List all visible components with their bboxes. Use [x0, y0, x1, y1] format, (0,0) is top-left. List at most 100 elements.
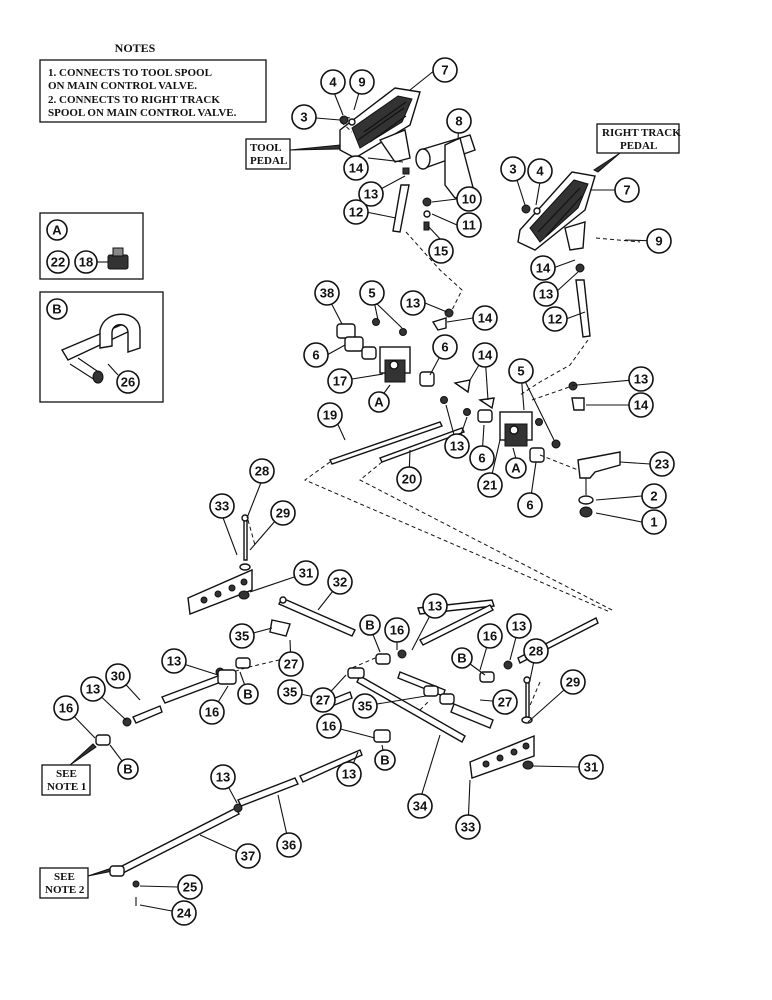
svg-text:NOTE 2: NOTE 2 — [45, 884, 85, 896]
svg-text:12: 12 — [548, 312, 562, 327]
svg-text:B: B — [365, 618, 374, 633]
svg-text:PEDAL: PEDAL — [250, 155, 287, 167]
svg-text:1: 1 — [650, 515, 657, 530]
callout-33b: 33 — [455, 814, 481, 840]
upper-linkage — [336, 308, 585, 463]
tool-pedal — [339, 87, 421, 163]
callout-13b: 13 — [533, 281, 559, 307]
svg-text:2: 2 — [650, 489, 657, 504]
notes-block: NOTES 1. CONNECTS TO TOOL SPOOL ON MAIN … — [39, 41, 267, 123]
svg-text:28: 28 — [255, 464, 269, 479]
notes-title: NOTES — [115, 41, 156, 55]
callout-3b: 3 — [500, 156, 526, 182]
svg-text:23: 23 — [655, 457, 669, 472]
callout-14c: 14 — [472, 305, 498, 331]
svg-text:37: 37 — [241, 849, 255, 864]
svg-text:13: 13 — [167, 654, 181, 669]
svg-text:16: 16 — [483, 629, 497, 644]
callout-12: 12 — [343, 199, 369, 225]
callout-13h: 13 — [161, 648, 187, 674]
callout-4b: 4 — [527, 158, 553, 184]
callout-31: 31 — [293, 560, 319, 586]
callout-13: 13 — [358, 181, 384, 207]
svg-text:13: 13 — [512, 619, 526, 634]
svg-text:29: 29 — [276, 506, 290, 521]
callout-34: 34 — [407, 793, 433, 819]
svg-text:27: 27 — [284, 657, 298, 672]
svg-text:13: 13 — [539, 287, 553, 302]
callout-21: 21 — [477, 472, 503, 498]
svg-text:12: 12 — [349, 205, 363, 220]
svg-text:B: B — [380, 753, 389, 768]
svg-text:B: B — [457, 651, 466, 666]
note-line-4: SPOOL ON MAIN CONTROL VALVE. — [48, 107, 237, 119]
svg-text:9: 9 — [655, 234, 662, 249]
clevis-links — [215, 619, 513, 743]
right-track-pedal-label: RIGHT TRACK PEDAL — [592, 123, 681, 173]
svg-text:B: B — [123, 762, 132, 777]
svg-text:6: 6 — [478, 451, 485, 466]
callout-27b: 27 — [310, 687, 336, 713]
callout-14e: 14 — [628, 392, 654, 418]
callout-3: 3 — [291, 104, 317, 130]
svg-text:29: 29 — [566, 675, 580, 690]
callout-14d: 14 — [472, 342, 498, 368]
callout-30: 30 — [105, 663, 131, 689]
callout-24: 24 — [171, 900, 197, 926]
rod-32 — [278, 596, 356, 637]
callout-9b: 9 — [646, 228, 672, 254]
svg-text:13: 13 — [216, 770, 230, 785]
callout-16b: 16 — [477, 623, 503, 649]
callout-35b: 35 — [277, 679, 303, 705]
callout-17: 17 — [327, 368, 353, 394]
svg-text:6: 6 — [526, 498, 533, 513]
svg-text:35: 35 — [235, 629, 249, 644]
callout-32: 32 — [327, 569, 353, 595]
note-line-3: 2. CONNECTS TO RIGHT TRACK — [48, 94, 220, 106]
callout-b4: B — [374, 749, 396, 771]
bracket-23 — [577, 451, 621, 518]
grease-fitting-icon — [107, 247, 129, 270]
svg-text:31: 31 — [584, 760, 598, 775]
tool-pedal-label: TOOL PEDAL — [245, 138, 341, 170]
detail-a-letter: A — [46, 219, 68, 241]
svg-text:25: 25 — [183, 880, 197, 895]
detail-view-a: A 22 18 — [39, 212, 144, 280]
svg-text:14: 14 — [349, 161, 364, 176]
callout-15: 15 — [428, 238, 454, 264]
callout-19: 19 — [317, 402, 343, 428]
detail-b-letter: B — [46, 298, 68, 320]
callout-b: B — [359, 614, 381, 636]
svg-text:6: 6 — [441, 340, 448, 355]
rods-19-20 — [329, 421, 465, 465]
callout-35: 35 — [229, 623, 255, 649]
svg-text:5: 5 — [368, 286, 375, 301]
callout-38: 38 — [314, 280, 340, 306]
svg-text:A: A — [52, 223, 62, 238]
callout-36: 36 — [276, 832, 302, 858]
svg-text:NOTE 1: NOTE 1 — [47, 781, 86, 793]
svg-text:31: 31 — [299, 566, 313, 581]
callout-28b: 28 — [523, 638, 549, 664]
tool-rod-12 — [392, 167, 410, 233]
callout-16: 16 — [384, 617, 410, 643]
callout-13d: 13 — [628, 366, 654, 392]
lower-bracket-left-33 — [187, 514, 253, 615]
callout-a: A — [368, 391, 390, 413]
svg-text:3: 3 — [509, 162, 516, 177]
svg-text:17: 17 — [333, 374, 347, 389]
svg-text:26: 26 — [121, 375, 135, 390]
svg-text:18: 18 — [79, 255, 93, 270]
callout-16c: 16 — [199, 699, 225, 725]
svg-text:15: 15 — [434, 244, 448, 259]
svg-text:20: 20 — [402, 472, 416, 487]
svg-text:21: 21 — [483, 478, 497, 493]
callout-4: 4 — [320, 69, 346, 95]
svg-text:5: 5 — [517, 364, 524, 379]
callout-35c: 35 — [352, 693, 378, 719]
callout-16e: 16 — [53, 695, 79, 721]
see-note-2-label: SEE NOTE 2 — [39, 865, 119, 899]
svg-text:35: 35 — [283, 685, 297, 700]
svg-text:13: 13 — [86, 682, 100, 697]
svg-text:24: 24 — [177, 906, 192, 921]
